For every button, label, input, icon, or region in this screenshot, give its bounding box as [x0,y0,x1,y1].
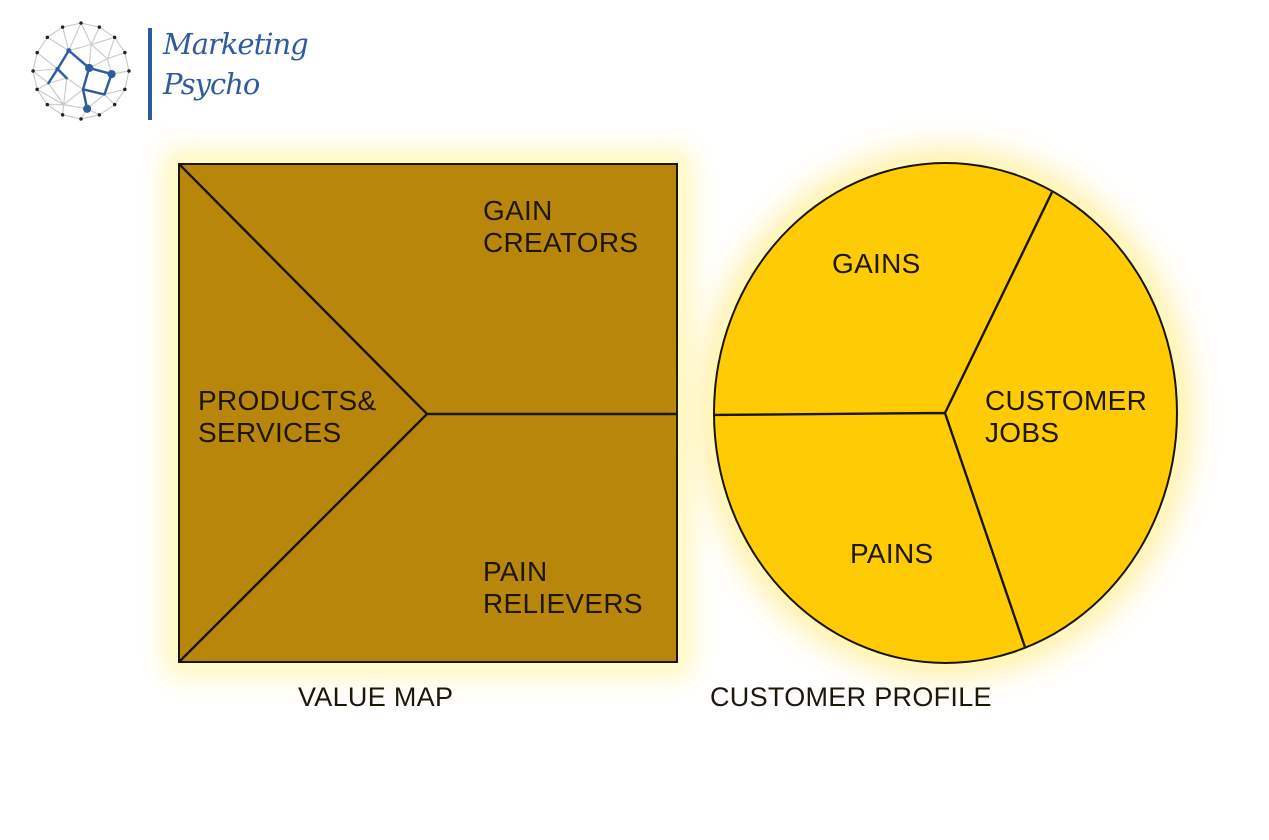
label-gains: GAINS [832,248,921,279]
label-pains: PAINS [850,538,934,569]
customer-profile-shape [713,162,1178,664]
logo-divider [148,28,152,120]
customer-profile-caption: CUSTOMER PROFILE [710,682,992,712]
value-map-caption: VALUE MAP [298,682,454,712]
logo-brand-line1: Marketing [163,27,309,61]
value-map-divider-lines [180,165,676,661]
label-customer-jobs: CUSTOMER JOBS [985,385,1148,448]
logo: Marketing Psycho [30,18,310,126]
value-map-shape [178,163,678,663]
label-pain-relievers: PAIN RELIEVERS [483,556,643,619]
logo-wordmark: Marketing Psycho [163,24,309,104]
network-sphere-icon [31,21,131,121]
label-products-services: PRODUCTS& SERVICES [198,385,377,448]
logo-brand-line2: Psycho [163,67,260,101]
label-gain-creators: GAIN CREATORS [483,195,639,258]
customer-profile-divider-lines [715,187,1056,657]
